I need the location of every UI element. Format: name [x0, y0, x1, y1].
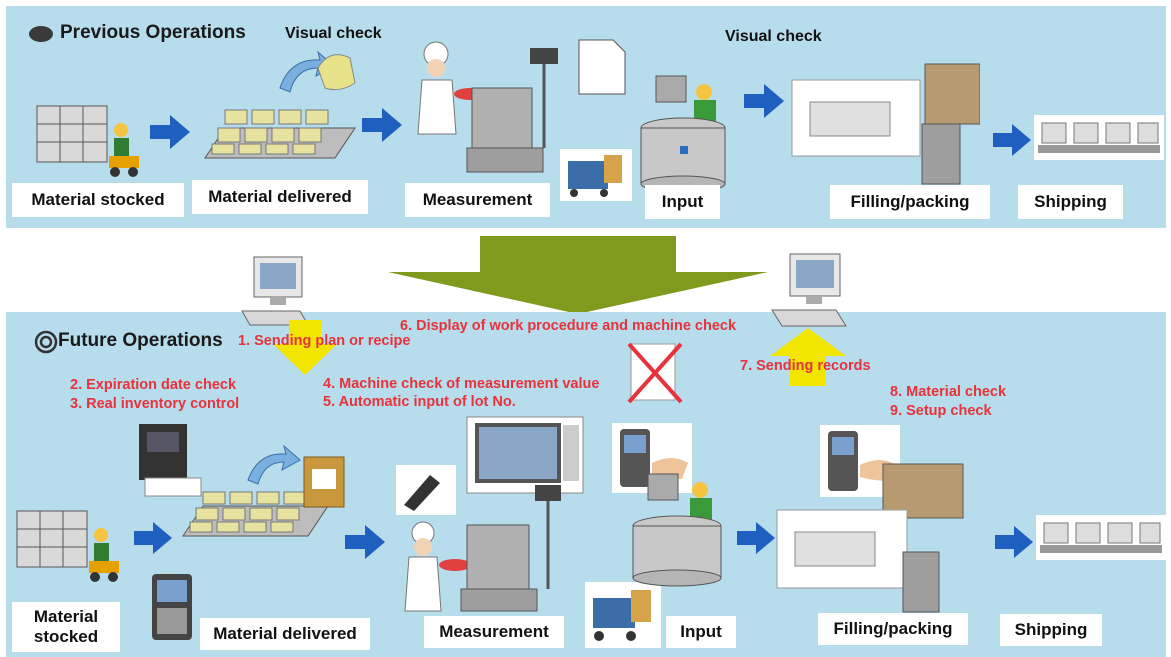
- scale-with-worker-icon: [412, 38, 562, 178]
- arrow-right-icon: [134, 522, 172, 554]
- material-boxes-icon: [200, 48, 360, 178]
- shelf-with-worker-icon: [35, 100, 145, 180]
- future-bullet-icon: [34, 330, 58, 354]
- filling-machine-icon: [775, 460, 970, 615]
- note-sending-records: 7. Sending records: [740, 358, 871, 374]
- shelf-with-worker-icon: [15, 505, 125, 585]
- arrow-right-icon: [150, 115, 190, 149]
- arrow-right-icon: [995, 526, 1033, 558]
- arrow-right-icon: [993, 124, 1031, 156]
- note-expiration-date-check: 2. Expiration date check: [70, 377, 237, 393]
- cross-mark-icon: [625, 340, 685, 406]
- note-material-check: 8. Material check: [890, 384, 1007, 400]
- mixing-tank-with-worker-icon: [630, 470, 725, 588]
- filling-machine-icon: [790, 62, 980, 187]
- stage-label-filling-packing: Filling/packing: [830, 185, 990, 219]
- arrow-right-icon: [737, 522, 775, 554]
- note-automatic-input-lot: 5. Automatic input of lot No.: [323, 394, 516, 410]
- visual-check-label-1: Visual check: [285, 25, 382, 42]
- note-machine-check-measurement: 4. Machine check of measurement value: [323, 376, 600, 392]
- stage-label-material-stocked: Material stocked: [12, 602, 120, 652]
- previous-operations-title: Previous Operations: [60, 22, 246, 43]
- transition-arrow-down: [388, 236, 768, 316]
- yellow-arrow-up: [770, 328, 846, 386]
- stage-label-shipping: Shipping: [1000, 614, 1102, 646]
- cart-icon: [556, 145, 636, 205]
- note-sending-plan: 1. Sending plan or recipe: [238, 333, 411, 349]
- cart-icon: [583, 580, 663, 650]
- stage-label-filling-packing: Filling/packing: [818, 613, 968, 645]
- visual-check-label-2: Visual check: [725, 28, 822, 45]
- stage-label-input: Input: [645, 185, 720, 219]
- document-icon: [577, 38, 627, 96]
- labeled-bag-icon: [300, 455, 348, 511]
- material-boxes-icon: [178, 440, 333, 550]
- conveyor-shipping-icon: [1034, 115, 1164, 160]
- stage-label-material-delivered: Material delivered: [200, 618, 370, 650]
- stage-label-material-delivered: Material delivered: [192, 180, 368, 214]
- touch-panel-monitor-icon: [465, 415, 585, 495]
- arrow-right-icon: [345, 525, 385, 559]
- handheld-terminal-icon: [135, 422, 205, 500]
- arrow-right-icon: [362, 108, 402, 142]
- mixing-tank-with-worker-icon: [638, 72, 728, 192]
- stage-label-measurement: Measurement: [405, 183, 550, 217]
- previous-bullet-icon: [28, 24, 54, 44]
- barcode-scanner-icon: [396, 465, 456, 515]
- conveyor-shipping-icon: [1036, 515, 1166, 560]
- computer-icon: [766, 252, 856, 332]
- scale-with-worker-icon: [395, 485, 565, 615]
- stage-label-material-stocked: Material stocked: [12, 183, 184, 217]
- future-operations-title: Future Operations: [58, 330, 223, 351]
- stage-label-input: Input: [666, 616, 736, 648]
- arrow-right-icon: [744, 84, 784, 118]
- note-display-work-procedure: 6. Display of work procedure and machine…: [400, 318, 737, 334]
- handheld-terminal-icon: [148, 572, 196, 644]
- note-setup-check: 9. Setup check: [890, 403, 992, 419]
- note-real-inventory-control: 3. Real inventory control: [70, 396, 240, 412]
- yellow-arrow-down: [273, 320, 337, 375]
- stage-label-measurement: Measurement: [424, 616, 564, 648]
- stage-label-shipping: Shipping: [1018, 185, 1123, 219]
